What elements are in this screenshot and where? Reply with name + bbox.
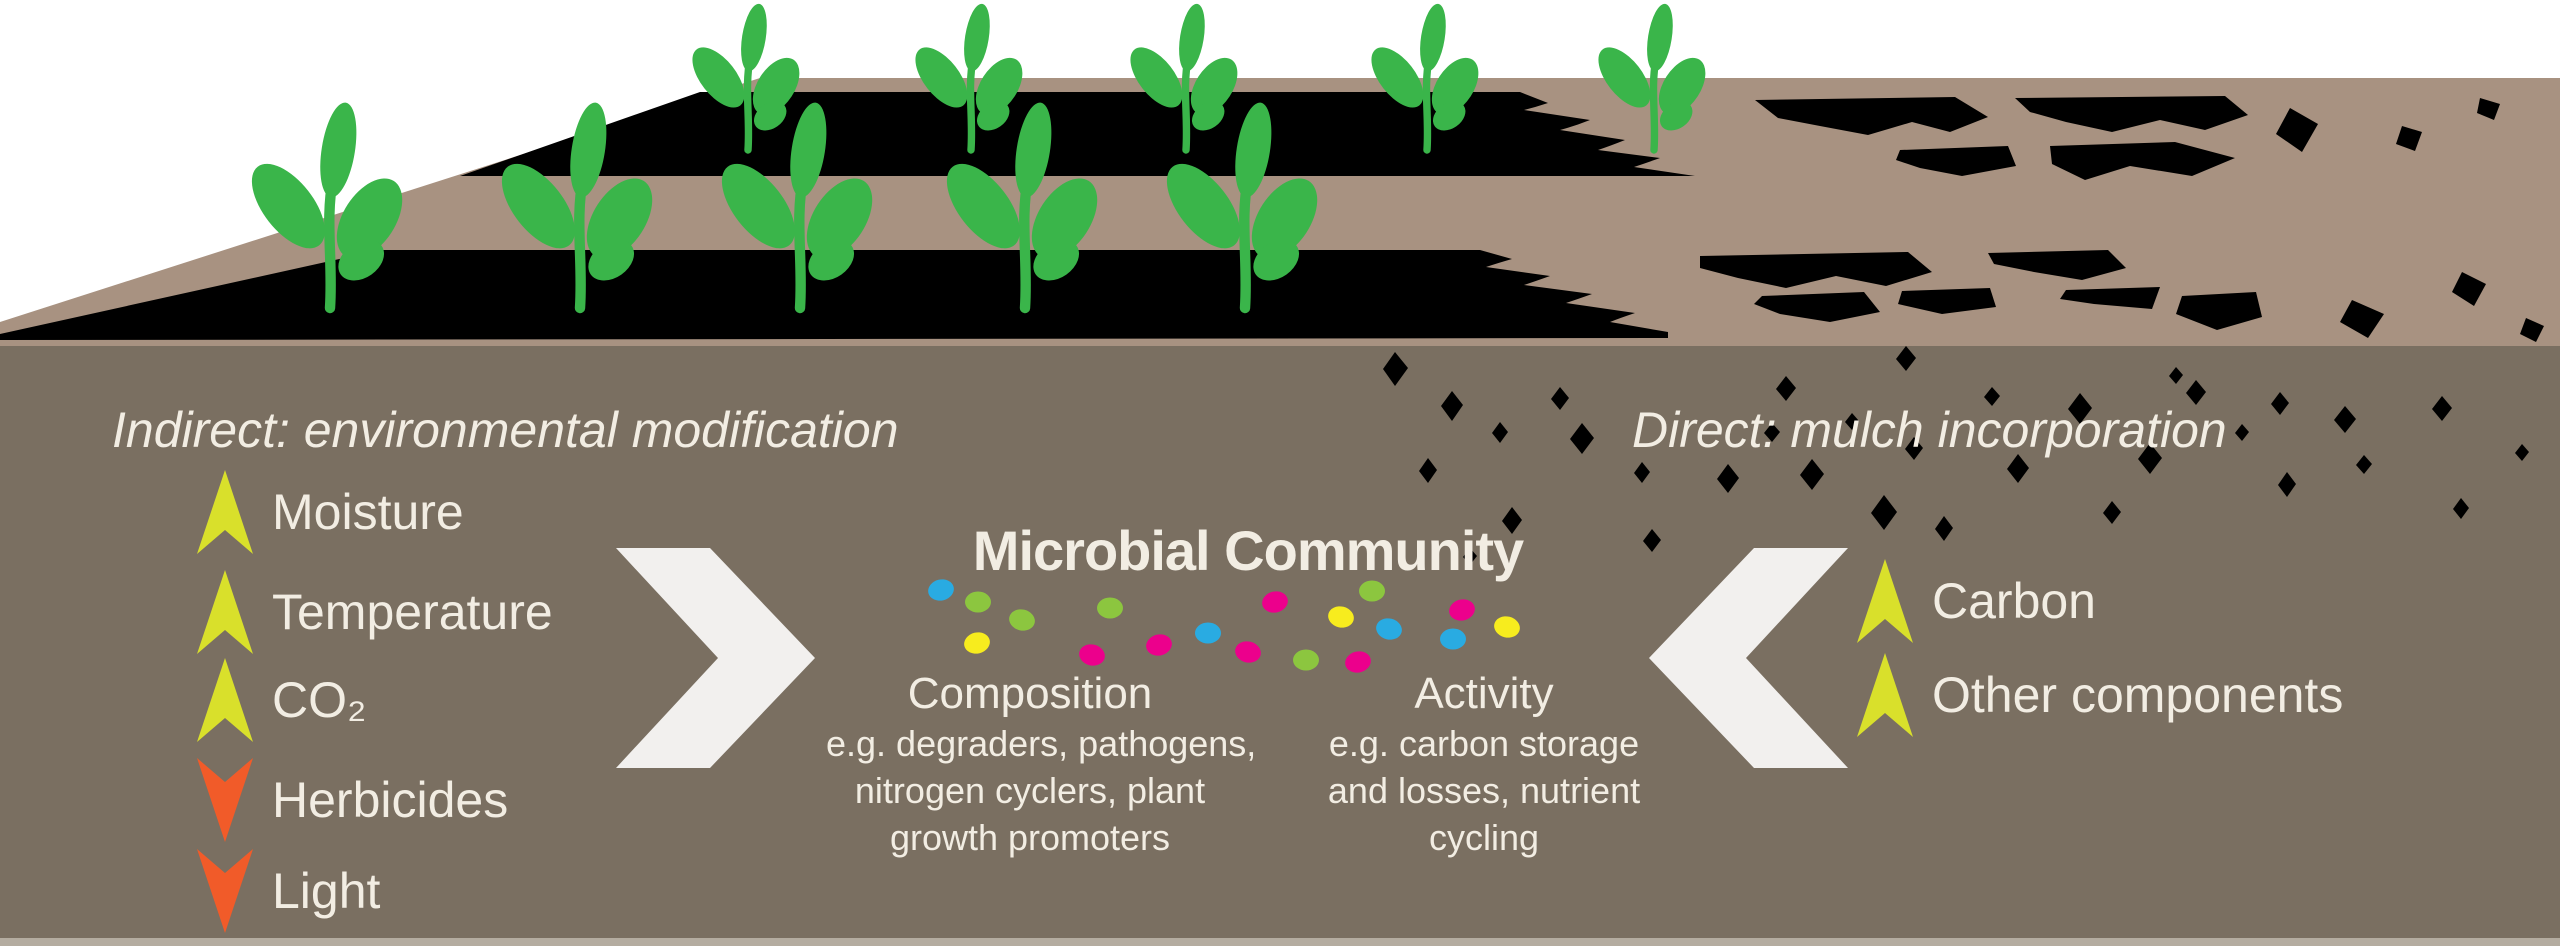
microbe-dots bbox=[928, 579, 1520, 673]
microbe-dot-green bbox=[1293, 649, 1319, 671]
composition-line: growth promoters bbox=[889, 817, 1171, 858]
mulch-fragments-topsoil bbox=[1700, 96, 2544, 342]
factor-label: Other components bbox=[1932, 667, 2344, 723]
microbe-dot-magenta bbox=[1262, 591, 1288, 613]
microbe-dot-magenta bbox=[1449, 599, 1475, 621]
activity-line: and losses, nutrient bbox=[1327, 770, 1641, 811]
composition-heading: Composition bbox=[907, 669, 1153, 718]
factor-label: Carbon bbox=[1932, 573, 2096, 629]
microbe-dot-blue bbox=[1376, 618, 1402, 640]
microbe-dot-green bbox=[1009, 609, 1035, 631]
composition-panel: Composition e.g. degraders, pathogens, n… bbox=[826, 668, 1257, 861]
activity-line: cycling bbox=[1428, 817, 1540, 858]
microbe-dot-yellow bbox=[1328, 606, 1354, 628]
microbe-dot-yellow bbox=[964, 632, 990, 654]
subsoil bbox=[0, 346, 2560, 946]
decrease-arrow-icon bbox=[197, 849, 253, 933]
activity-line: e.g. carbon storage bbox=[1328, 723, 1640, 764]
microbial-community-title: Microbial Community bbox=[972, 519, 1524, 582]
plastic-mulch-strip-front bbox=[0, 250, 1668, 340]
increase-arrow-icon bbox=[197, 470, 253, 554]
composition-line: nitrogen cyclers, plant bbox=[854, 770, 1206, 811]
indirect-flow-chevron-icon bbox=[616, 548, 815, 768]
factor-row-other-components: Other components bbox=[1854, 653, 2343, 737]
increase-arrow-icon bbox=[197, 658, 253, 742]
factor-row-co-: CO₂ bbox=[194, 658, 366, 742]
factor-row-light: Light bbox=[194, 849, 380, 933]
increase-arrow-icon bbox=[1857, 653, 1913, 737]
factor-row-herbicides: Herbicides bbox=[194, 758, 508, 842]
increase-arrow-icon bbox=[197, 570, 253, 654]
increase-arrow-icon bbox=[1857, 559, 1913, 643]
factor-row-temperature: Temperature bbox=[194, 570, 553, 654]
factor-label: Herbicides bbox=[272, 772, 509, 828]
factor-row-moisture: Moisture bbox=[194, 470, 464, 554]
factor-label: Moisture bbox=[272, 484, 464, 540]
direct-flow-chevron-icon bbox=[1649, 548, 1848, 768]
composition-line: e.g. degraders, pathogens, bbox=[826, 723, 1257, 764]
ground-bottom-edge bbox=[0, 938, 2560, 946]
microbe-dot-yellow bbox=[1494, 616, 1520, 638]
microbe-dot-blue bbox=[928, 579, 954, 601]
factor-label: CO₂ bbox=[272, 672, 367, 728]
direct-heading: Direct: mulch incorporation bbox=[1632, 402, 2227, 458]
factor-label: Temperature bbox=[272, 584, 553, 640]
microbe-dot-green bbox=[1359, 580, 1385, 602]
activity-panel: Activity e.g. carbon storage and losses,… bbox=[1280, 668, 1688, 861]
mulch-fragments-subsoil bbox=[1383, 346, 2529, 565]
microbe-dot-magenta bbox=[1079, 644, 1105, 666]
factor-label: Light bbox=[272, 863, 381, 919]
decrease-arrow-icon bbox=[197, 758, 253, 842]
microbe-dot-blue bbox=[1195, 622, 1221, 644]
microbe-dot-magenta bbox=[1235, 641, 1261, 663]
microbe-dot-green bbox=[1097, 597, 1123, 619]
factor-row-carbon: Carbon bbox=[1854, 559, 2096, 643]
microbe-dot-green bbox=[965, 591, 991, 613]
microbe-dot-magenta bbox=[1146, 634, 1172, 656]
microbe-dot-blue bbox=[1440, 628, 1466, 650]
activity-heading: Activity bbox=[1414, 669, 1554, 718]
indirect-heading: Indirect: environmental modification bbox=[112, 402, 899, 458]
microbe-dot-magenta bbox=[1345, 651, 1371, 673]
